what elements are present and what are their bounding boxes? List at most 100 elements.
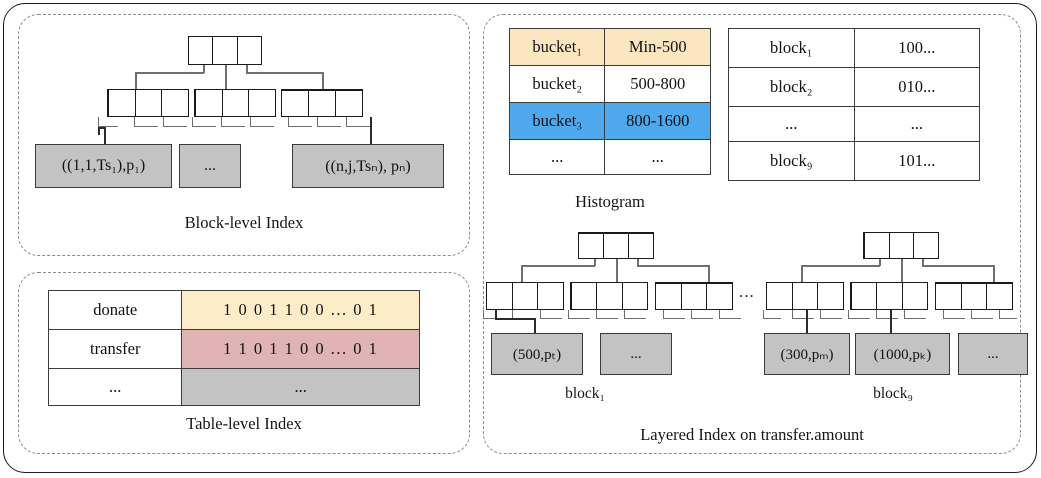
node-cell	[767, 283, 793, 309]
tree-edge	[322, 72, 324, 90]
layered-index-caption: Layered Index on transfer.amount	[640, 425, 864, 444]
table-cell-name: transfer	[47, 329, 183, 369]
layered-tree2-leaf-box: ...	[958, 333, 1028, 375]
tree-edge	[922, 265, 994, 267]
block-cell-name: ...	[728, 106, 855, 142]
tree-leaf-stub	[792, 310, 814, 319]
tree-separator-ellipsis: ...	[739, 282, 755, 301]
table-level-index-caption: Table-level Index	[186, 414, 302, 433]
node-cell	[962, 284, 988, 309]
tree-edge	[135, 72, 204, 74]
layered-tree1-leaf-box: (500,pₜ)	[491, 333, 583, 375]
node-cell	[914, 233, 938, 258]
tree-leaf-stub	[317, 117, 341, 127]
node-cell	[189, 37, 214, 64]
node-cell	[987, 284, 1012, 309]
layered-tree1-root-node	[578, 232, 654, 259]
node-cell	[513, 283, 539, 309]
tree-edge	[708, 265, 710, 283]
table-cell-bitmap: ...	[181, 368, 420, 406]
layered-tree2-level2-node	[935, 282, 1013, 310]
node-cell	[162, 90, 188, 116]
layered-tree1-level2-node	[655, 282, 733, 310]
table-level-index-table: donate 1 0 0 1 1 0 0 ... 0 1 transfer 1 …	[47, 290, 420, 406]
table-row: donate 1 0 0 1 1 0 0 ... 0 1	[47, 290, 420, 330]
tree-leaf-stub	[98, 117, 118, 127]
tree-leaf-stub	[483, 310, 501, 319]
layered-tree2-label: block₉	[873, 385, 913, 402]
tree-edge	[637, 265, 709, 267]
node-cell	[707, 284, 732, 309]
block-tree-level2-node	[194, 89, 276, 117]
histogram-cell-bucket: bucket₂	[508, 65, 606, 103]
tree-edge	[203, 65, 205, 73]
tree-edge	[993, 265, 995, 283]
tree-edge	[806, 310, 808, 334]
tree-edge	[495, 310, 497, 319]
outer-frame	[3, 3, 1037, 473]
node-cell	[238, 37, 261, 64]
node-cell	[903, 283, 927, 309]
layered-tree1-leaf-box: ...	[600, 333, 672, 375]
node-cell	[629, 234, 653, 258]
node-cell	[136, 90, 163, 116]
node-cell	[109, 90, 136, 116]
layered-tree1-level2-node	[570, 282, 648, 310]
node-cell	[604, 234, 629, 258]
histogram-cell-range: ...	[604, 139, 711, 175]
block-tree-level2-node	[281, 89, 363, 117]
table-row: transfer 1 1 0 1 1 0 0 ... 0 1	[47, 329, 420, 369]
tree-leaf-stub	[568, 310, 590, 319]
node-cell	[623, 283, 647, 309]
node-cell	[852, 283, 878, 309]
tree-edge	[801, 265, 880, 267]
tree-leaf-stub	[192, 117, 216, 127]
block-cell-bits: ...	[853, 106, 981, 142]
table-cell-bitmap: 1 0 0 1 1 0 0 ... 0 1	[181, 290, 420, 330]
table-cell-bitmap: 1 1 0 1 1 0 0 ... 0 1	[181, 329, 420, 369]
block-leaf-box: ((n,j,Tsₙ), pₙ)	[292, 144, 444, 188]
node-cell	[877, 283, 903, 309]
tree-leaf-stub	[763, 310, 781, 319]
tree-leaf-stub	[943, 310, 965, 319]
node-cell	[213, 37, 238, 64]
table-row: block₉ 101...	[728, 141, 981, 181]
table-row: bucket₃ 800-1600	[508, 102, 711, 140]
node-cell	[682, 284, 708, 309]
block-leaf-box: ((1,1,Ts₁),p₁)	[35, 144, 172, 188]
histogram-cell-range: Min-500	[604, 28, 711, 66]
tree-leaf-stub	[624, 310, 646, 319]
tree-edge	[534, 318, 536, 334]
tree-edge	[225, 65, 227, 90]
layered-tree2-level2-node	[850, 282, 928, 310]
block-cell-name: block₂	[728, 67, 855, 107]
histogram-cell-range: 800-1600	[604, 102, 711, 140]
layered-tree1-label: block₁	[565, 385, 605, 402]
panel-table-level-index	[18, 272, 470, 454]
layered-tree2-leaf-box: (300,pₘ)	[764, 333, 850, 375]
tree-leaf-stub	[999, 310, 1017, 319]
table-row: block₂ 010...	[728, 67, 981, 107]
tree-edge	[521, 265, 595, 267]
tree-edge	[879, 259, 881, 266]
node-cell	[818, 283, 843, 309]
table-row: bucket₂ 500-800	[508, 65, 711, 103]
tree-edge	[370, 117, 372, 144]
block-level-index-caption: Block-level Index	[184, 213, 304, 232]
panel-layered-index	[483, 14, 1021, 454]
tree-leaf-stub	[663, 310, 685, 319]
block-bitmap-table: block₁ 100... block₂ 010... ... ... bloc…	[728, 28, 981, 181]
node-cell	[793, 283, 819, 309]
tree-edge	[98, 127, 100, 135]
tree-leaf-stub	[904, 310, 926, 319]
tree-edge	[495, 318, 535, 320]
table-row: ... ...	[47, 368, 420, 406]
tree-leaf-stub	[971, 310, 993, 319]
tree-leaf-stub	[134, 117, 158, 127]
histogram-table: bucket₁ Min-500 bucket₂ 500-800 bucket₃ …	[508, 28, 711, 175]
histogram-cell-bucket: ...	[508, 139, 606, 175]
layered-tree1-level2-node	[486, 282, 564, 310]
histogram-caption: Histogram	[575, 192, 645, 211]
node-cell	[936, 284, 962, 309]
